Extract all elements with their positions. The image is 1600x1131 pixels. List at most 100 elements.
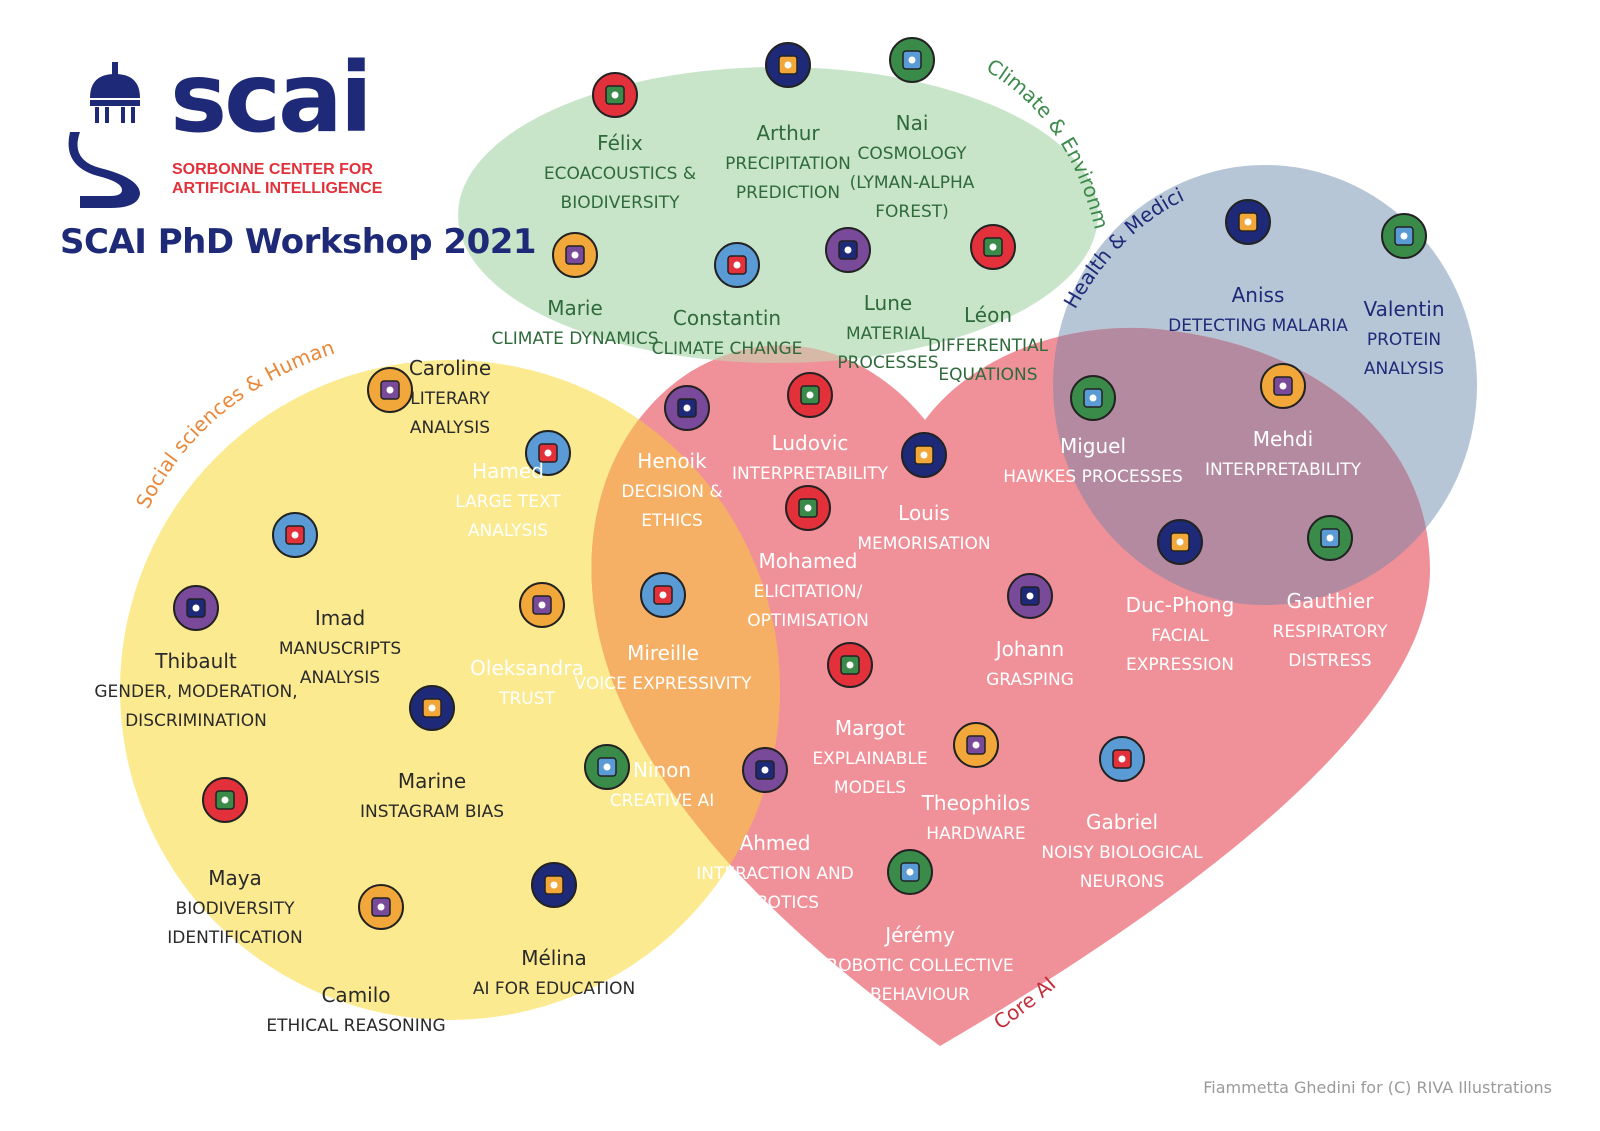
project-topic-line: ELICITATION/ — [754, 582, 863, 602]
project-topic-line: IDENTIFICATION — [167, 928, 302, 948]
project-topic-line: ANALYSIS — [300, 668, 380, 688]
project-topic-line: INTERPRETABILITY — [1205, 460, 1362, 480]
project-topic-line: GRASPING — [986, 670, 1074, 690]
mosquito-icon — [1225, 199, 1271, 245]
project-topic-line: BIODIVERSITY — [176, 899, 296, 919]
scai-logo: scai SORBONNE CENTER FOR ARTIFICIAL INTE… — [60, 40, 460, 280]
project-topic-line: DIFFERENTIAL — [928, 336, 1049, 356]
project-topic-line: ECOACOUSTICS & — [544, 164, 696, 184]
project-name: Louis — [898, 501, 950, 525]
project-topic-line: NEURONS — [1080, 872, 1165, 892]
project-name: Duc-Phong — [1126, 593, 1235, 617]
project-topic-line: GENDER, MODERATION, — [94, 682, 297, 702]
project-name: Henoik — [637, 449, 707, 473]
drones-icon — [887, 849, 933, 895]
workshop-title: SCAI PhD Workshop 2021 — [60, 222, 537, 262]
project-topic-line: MANUSCRIPTS — [279, 639, 401, 659]
project-name: Marine — [398, 769, 466, 793]
project-name: Margot — [835, 716, 905, 740]
teacher-robot-icon — [531, 862, 577, 908]
project-topic-line: EXPRESSION — [1126, 655, 1234, 675]
sorbonne-s-dome-icon — [68, 62, 140, 208]
project-topic-line: ETHICAL REASONING — [266, 1016, 445, 1036]
project-name: Johann — [994, 637, 1064, 661]
project-name: Gauthier — [1286, 589, 1374, 613]
project-topic-line: INTERPRETABILITY — [732, 464, 889, 484]
gears-icon — [785, 485, 831, 531]
project-topic-line: CLIMATE DYNAMICS — [491, 329, 658, 349]
herbarium-icon — [202, 777, 248, 823]
project-topic-line: DISCRIMINATION — [125, 711, 267, 731]
project-name: Léon — [964, 303, 1012, 327]
project-name: Jérémy — [883, 923, 955, 947]
inhaler-patient-icon — [1307, 515, 1353, 561]
project-topic-line: FACIAL — [1151, 626, 1209, 646]
project-topic-line: PREDICTION — [736, 183, 840, 203]
project-topic-line: EQUATIONS — [938, 365, 1037, 385]
book-scroll-icon — [367, 367, 413, 413]
project-name: Mélina — [521, 946, 587, 970]
project-name: Miguel — [1060, 434, 1126, 458]
project-topic-line: AI FOR EDUCATION — [473, 979, 635, 999]
project-name: Constantin — [673, 306, 781, 330]
project-topic-line: BEHAVIOUR — [870, 985, 970, 1005]
magnifier-icon — [825, 227, 871, 273]
earth-icon — [552, 232, 598, 278]
justice-robot-icon — [664, 385, 710, 431]
brain-signal-icon — [1070, 375, 1116, 421]
project-topic-line: DETECTING MALARIA — [1168, 316, 1348, 336]
project-name: Ludovic — [772, 431, 849, 455]
crystal-ball-icon — [970, 224, 1016, 270]
project-topic-line: CREATIVE AI — [610, 791, 715, 811]
project-topic-line: PROCESSES — [837, 353, 938, 373]
project-topic-line: HARDWARE — [926, 824, 1025, 844]
project-label-melina: Mélina AI FOR EDUCATION — [473, 946, 635, 999]
synth-skull-icon — [584, 744, 630, 790]
project-topic-line: MATERIAL — [846, 324, 931, 344]
project-topic-line: ROBOTIC COLLECTIVE — [826, 956, 1013, 976]
project-name: Mireille — [627, 641, 699, 665]
project-name: Gabriel — [1086, 810, 1158, 834]
project-name: Theophilos — [921, 791, 1031, 815]
project-name: Thibault — [154, 649, 237, 673]
region-climate — [458, 67, 1098, 363]
project-topic-line: ANALYSIS — [1364, 359, 1444, 379]
face-icon — [1157, 519, 1203, 565]
project-topic-line: EXPLAINABLE — [812, 749, 927, 769]
project-name: Nai — [896, 111, 929, 135]
project-topic-line: ETHICS — [641, 511, 703, 531]
logo-subtitle: SORBONNE CENTER FOR ARTIFICIAL INTELLIGE… — [172, 161, 383, 197]
network-magnifier-icon — [787, 372, 833, 418]
project-name: Mohamed — [759, 549, 858, 573]
project-name: Marie — [547, 296, 603, 320]
project-illustrations — [173, 37, 1427, 930]
project-name: Arthur — [756, 121, 820, 145]
project-topic-line: ROBOTICS — [731, 893, 819, 913]
space-monitor-icon — [889, 37, 935, 83]
